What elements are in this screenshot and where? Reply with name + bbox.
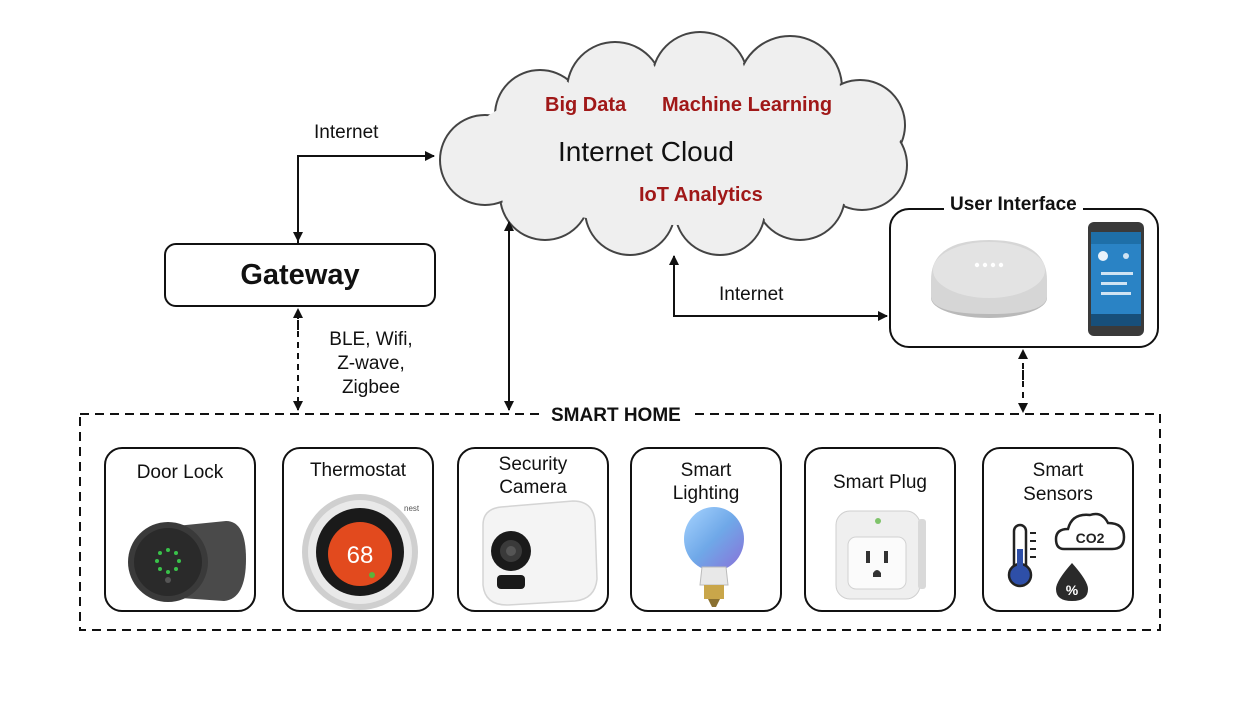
smart-bulb-icon [684, 507, 744, 607]
thermometer-icon [1007, 523, 1036, 588]
device-label-line-2: Sensors [1023, 484, 1093, 505]
cloud-tag-big-data: Big Data [545, 94, 627, 116]
device-label: Door Lock [136, 462, 224, 483]
device-label-line-1: Security [498, 454, 568, 475]
cloud-tag-machine-learning: Machine Learning [662, 94, 833, 116]
cloud-ui-link [669, 255, 888, 321]
cloud-title: Internet Cloud [558, 136, 734, 167]
device-card-smart-lighting: Smart Lighting [630, 447, 782, 612]
smart-speaker-icon [931, 240, 1047, 318]
humidity-label: % [1066, 582, 1079, 598]
thermostat-icon: nest 68 [302, 494, 420, 610]
user-interface-title: User Interface [944, 194, 1083, 216]
link-label-gateway-cloud: Internet [314, 122, 379, 143]
device-card-security-camera: Security Camera [457, 447, 609, 612]
smart-plug-icon [835, 510, 926, 600]
humidity-drop-icon: % [1056, 563, 1088, 601]
device-card-smart-sensors: Smart Sensors CO2 % [982, 447, 1134, 612]
device-card-thermostat: Thermostat nest 68 [282, 447, 434, 612]
gateway-cloud-link [293, 151, 435, 243]
device-card-smart-plug: Smart Plug [804, 447, 956, 612]
device-label: Smart Plug [833, 472, 927, 493]
co2-cloud-icon: CO2 [1054, 512, 1126, 551]
thermostat-reading: 68 [347, 542, 374, 569]
cloud-tag-iot-analytics: IoT Analytics [639, 184, 763, 206]
link-label-cloud-ui: Internet [719, 284, 784, 305]
device-label-line-2: Camera [499, 477, 567, 498]
door-lock-icon [128, 521, 246, 602]
device-label: Thermostat [309, 460, 407, 481]
co2-label: CO2 [1076, 530, 1105, 546]
protocols-line-2: Z-wave, [337, 353, 405, 374]
gateway-box: Gateway [164, 243, 436, 307]
smart-home-title: SMART HOME [543, 405, 689, 427]
user-interface-box [889, 208, 1159, 348]
thermostat-brand: nest [404, 504, 420, 513]
device-card-door-lock: Door Lock [104, 447, 256, 612]
protocols-line-3: Zigbee [341, 377, 401, 398]
link-label-protocols: BLE, Wifi, Z-wave, Zigbee [326, 328, 416, 400]
smartphone-icon [1088, 222, 1144, 336]
protocols-line-1: BLE, Wifi, [329, 329, 413, 350]
device-label-line-1: Smart [1032, 460, 1084, 481]
internet-cloud [439, 31, 908, 256]
security-camera-icon [482, 500, 598, 606]
device-label-line-1: Smart [680, 460, 732, 481]
device-label-line-2: Lighting [672, 483, 740, 504]
gateway-label: Gateway [240, 258, 360, 291]
